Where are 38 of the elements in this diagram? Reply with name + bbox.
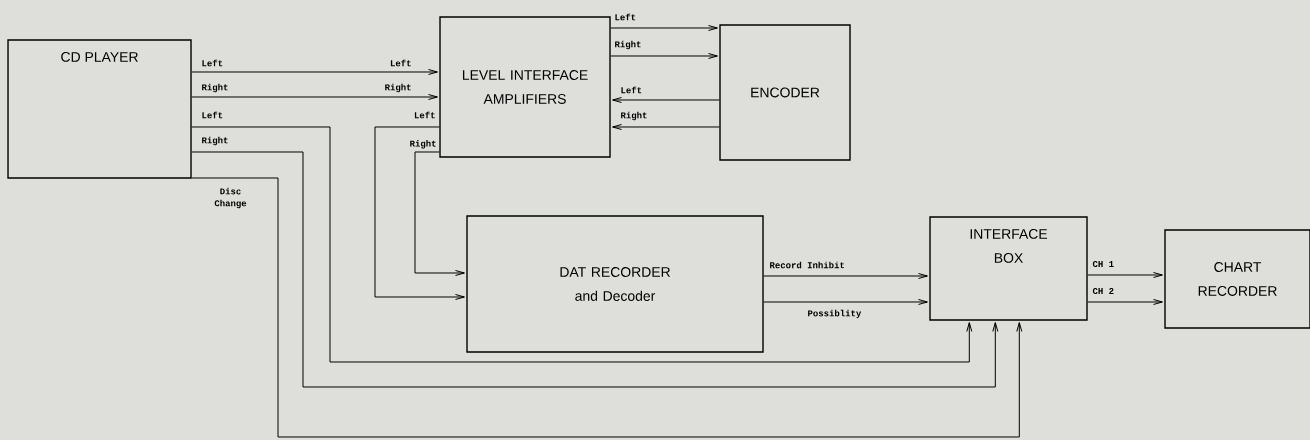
arrow xyxy=(763,273,928,279)
arrow xyxy=(612,124,720,130)
edge-label: Right xyxy=(202,83,228,93)
edge-label: Left xyxy=(202,111,223,119)
arrow xyxy=(1087,272,1163,278)
edge-label: Right xyxy=(410,140,436,149)
arrow xyxy=(610,53,718,59)
block-box: INTERFACE BOX xyxy=(929,216,1088,321)
edge-label: Disc Change xyxy=(214,187,247,209)
edge-label: Possiblity xyxy=(808,309,862,319)
arrow xyxy=(191,177,1023,438)
arrow xyxy=(763,299,928,305)
signal-label: Left xyxy=(390,59,411,67)
edge-label: Record Inhibit xyxy=(770,261,844,269)
arrow xyxy=(610,25,718,31)
arrow xyxy=(1087,299,1163,305)
arrow xyxy=(191,126,973,363)
block-box: DAT RECORDER and Decoder xyxy=(466,215,764,353)
arrow xyxy=(191,69,438,75)
arrow xyxy=(374,126,465,300)
signal-label: Right xyxy=(385,83,411,93)
edge-label: Left xyxy=(621,86,642,94)
block-box: CD PLAYER xyxy=(7,39,192,179)
block-box: LEVEL INTERFACE AMPLIFIERS xyxy=(439,16,611,158)
edge-label: Right xyxy=(615,40,641,50)
block-box: ENCODER xyxy=(719,24,851,161)
arrow xyxy=(191,94,438,100)
edge-label: Left xyxy=(202,59,223,67)
edge-label: Right xyxy=(202,136,228,146)
edge-label: CH 1 xyxy=(1092,260,1114,268)
edge-label: Right xyxy=(621,111,647,121)
edge-label: Left xyxy=(414,111,435,119)
edge-label: Left xyxy=(615,13,636,21)
edge-label: CH 2 xyxy=(1092,287,1114,295)
arrow xyxy=(414,151,465,276)
block-box: CHART RECORDER xyxy=(1164,229,1310,329)
arrow xyxy=(191,151,999,388)
arrow xyxy=(612,97,720,103)
